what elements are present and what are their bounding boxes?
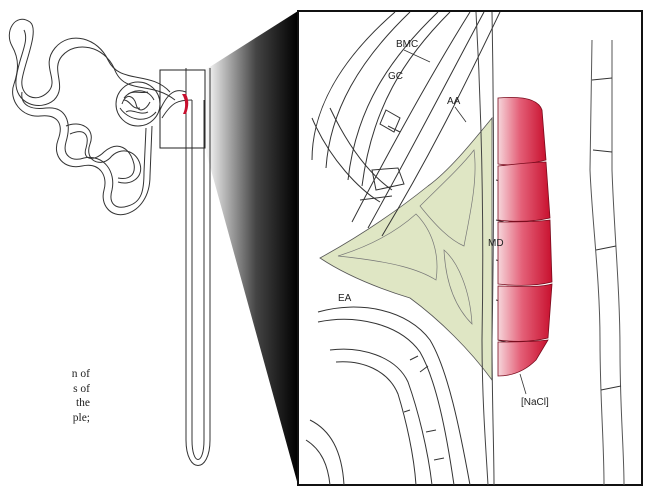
caption-line: s of (0, 382, 90, 397)
label-nacl: [NaCl] (521, 397, 549, 408)
label-gc: GC (388, 71, 403, 82)
label-md: MD (488, 238, 504, 249)
label-aa: AA (447, 96, 461, 107)
label-ea: EA (338, 293, 352, 304)
zoom-wedge (205, 11, 298, 485)
caption-line: the (0, 396, 90, 411)
label-bmc: BMC (396, 39, 418, 50)
caption-fragment: n of s of the ple; (0, 367, 90, 425)
caption-line: ple; (0, 411, 90, 426)
macula-densa-cells (498, 97, 552, 376)
caption-line: n of (0, 367, 90, 382)
zoom-inset-box (160, 70, 205, 148)
